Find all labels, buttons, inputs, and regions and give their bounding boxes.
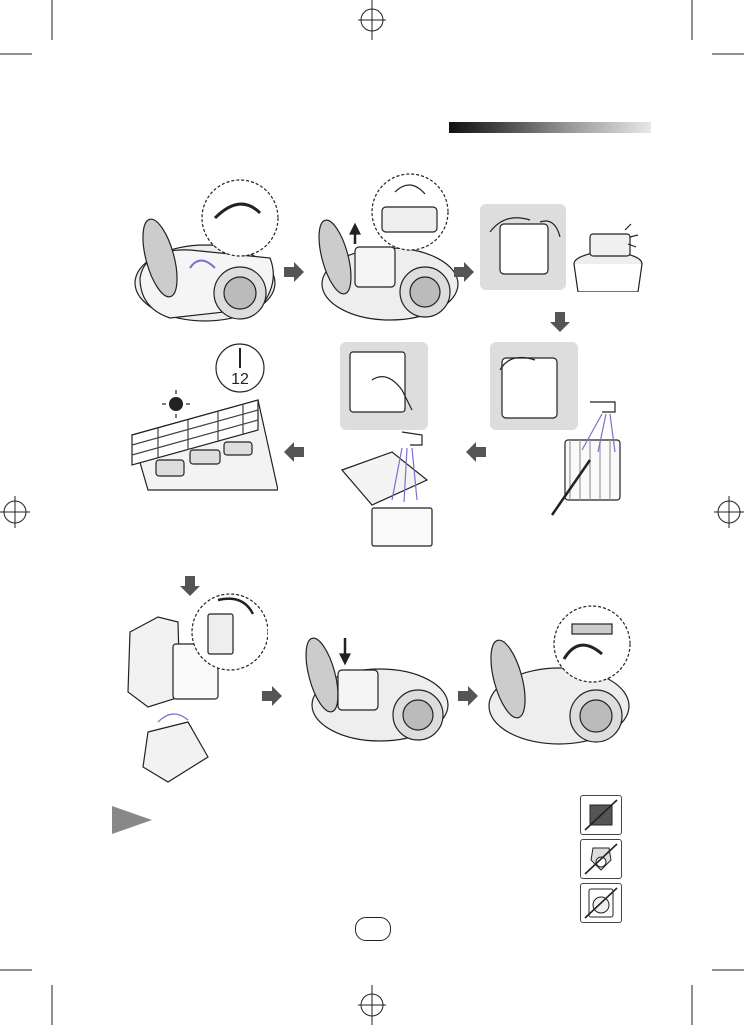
- note-marker-icon: [112, 806, 152, 834]
- step-dry-filter-illustration: 12: [128, 340, 278, 505]
- next-step-arrow-icon: [284, 262, 304, 282]
- no-dryer-icon: [580, 795, 622, 835]
- step-reassemble-filter-illustration: [118, 592, 268, 792]
- step-remove-filter-illustration: [490, 340, 635, 520]
- next-step-arrow-icon: [454, 262, 474, 282]
- step-wash-filter-illustration: [332, 340, 460, 550]
- prev-step-arrow-icon: [466, 442, 486, 462]
- header-gradient-bar: [449, 122, 651, 133]
- step-reinsert-dust-bin-illustration: [300, 620, 450, 755]
- next-step-arrow-icon: [458, 686, 478, 706]
- step-empty-dust-bin-illustration: [480, 202, 650, 292]
- next-step-arrow-icon: [262, 686, 282, 706]
- step-lift-dust-bin-illustration: [310, 172, 460, 332]
- no-washing-machine-icon: [580, 883, 622, 923]
- prev-step-arrow-icon: [284, 442, 304, 462]
- no-tumble-icon: [580, 839, 622, 879]
- step-open-lid-illustration: [130, 178, 280, 333]
- clock-label: 12: [231, 371, 249, 388]
- page-number: [355, 917, 391, 941]
- down-step-arrow-icon: [550, 312, 570, 332]
- step-close-lid-illustration: [484, 604, 634, 754]
